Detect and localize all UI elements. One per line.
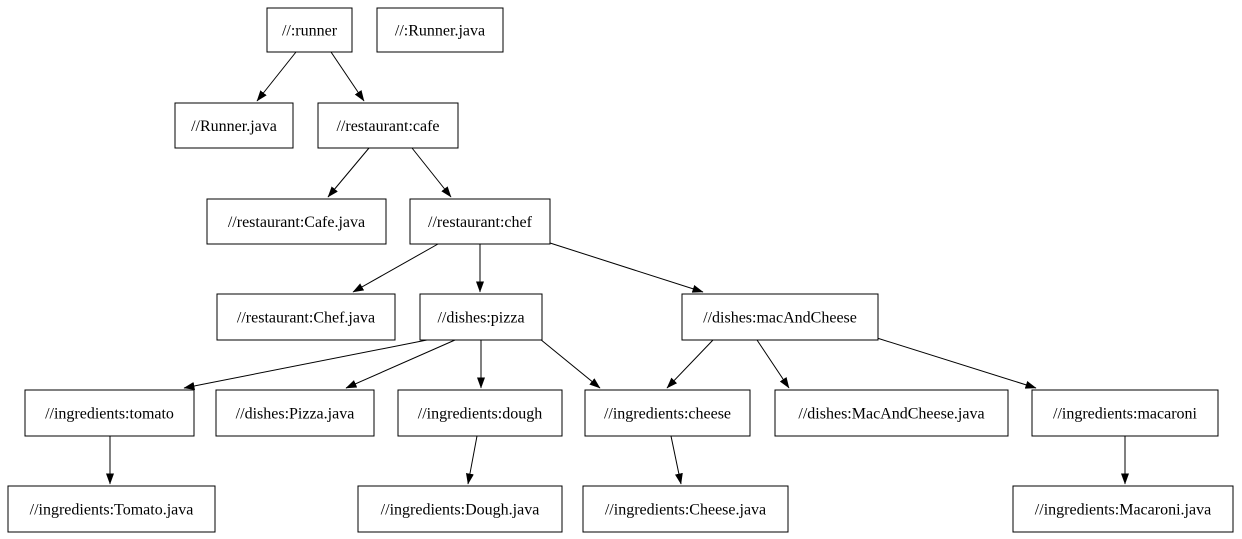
graph-node-label-runner: //:runner [282,23,338,40]
graph-node-mac-and-cheese: //dishes:macAndCheese [681,293,879,341]
graph-node-chef: //restaurant:chef [409,198,551,245]
graph-node-label-cheese: //ingredients:cheese [604,406,731,423]
graph-node-dough: //ingredients:dough [397,389,563,437]
graph-node-label-cafe: //restaurant:cafe [336,118,439,135]
graph-node-label-macaroni: //ingredients:macaroni [1053,406,1198,423]
graph-node-macaroni-java: //ingredients:Macaroni.java [1012,485,1234,533]
graph-node-chef-java: //restaurant:Chef.java [216,293,396,341]
graph-edge-pizza-to-cheese [539,338,601,389]
graph-node-label-runner-java-root: //:Runner.java [395,23,485,40]
graph-edge-runner-to-runner-java [256,51,297,102]
graph-node-label-macaroni-java: //ingredients:Macaroni.java [1035,502,1211,519]
graph-node-box-cafe [317,102,459,149]
graph-node-box-tomato [24,389,195,437]
graph-node-label-mac-and-cheese-java: //dishes:MacAndCheese.java [798,406,984,423]
graph-node-box-runner-java [174,102,294,149]
graph-edge-cafe-to-cafe-java [327,147,370,198]
graph-node-label-runner-java: //Runner.java [191,118,277,135]
graph-node-box-chef-java [216,293,396,341]
graph-nodes-layer: //:runner //:Runner.java //Runner.java //re… [7,7,1234,533]
graph-node-box-runner [266,7,353,53]
graph-edge-cafe-to-chef [411,147,452,198]
graph-node-box-macaroni [1031,389,1219,437]
graph-node-box-macaroni-java [1012,485,1234,533]
graph-edge-chef-to-chef-java [352,243,439,293]
graph-node-label-pizza: //dishes:pizza [437,310,524,327]
graph-node-box-cheese-java [582,485,789,533]
graph-edge-mac-and-cheese-to-macaroni [876,337,1037,389]
graph-edge-runner-to-cafe [330,51,365,102]
graph-node-label-chef-java: //restaurant:Chef.java [237,310,375,327]
graph-node-pizza: //dishes:pizza [419,293,543,341]
graph-node-label-pizza-java: //dishes:Pizza.java [236,406,355,423]
graph-edge-mac-and-cheese-to-mac-and-cheese-java [756,339,790,389]
graph-node-label-tomato: //ingredients:tomato [45,406,174,423]
graph-node-box-pizza [419,293,543,341]
graph-node-runner-java-root: //:Runner.java [376,7,504,53]
graph-edge-mac-and-cheese-to-cheese [666,339,714,389]
graph-node-tomato-java: //ingredients:Tomato.java [7,485,216,533]
graph-node-box-chef [409,198,551,245]
graph-node-box-tomato-java [7,485,216,533]
graph-node-label-dough-java: //ingredients:Dough.java [381,502,540,519]
graph-node-runner: //:runner [266,7,353,53]
graph-node-box-cafe-java [206,198,387,245]
graph-node-label-dough: //ingredients:dough [418,406,542,423]
graph-node-cafe: //restaurant:cafe [317,102,459,149]
graph-node-label-cheese-java: //ingredients:Cheese.java [605,502,766,519]
graph-node-box-cheese [584,389,751,437]
graph-node-runner-java: //Runner.java [174,102,294,149]
graph-node-box-mac-and-cheese-java [774,389,1009,437]
graph-node-label-cafe-java: //restaurant:Cafe.java [228,214,365,231]
graph-node-tomato: //ingredients:tomato [24,389,195,437]
graph-node-cheese-java: //ingredients:Cheese.java [582,485,789,533]
graph-node-box-dough [397,389,563,437]
graph-node-label-mac-and-cheese: //dishes:macAndCheese [703,310,857,327]
graph-node-pizza-java: //dishes:Pizza.java [215,389,375,437]
graph-node-label-tomato-java: //ingredients:Tomato.java [30,502,194,519]
graph-node-cafe-java: //restaurant:Cafe.java [206,198,387,245]
graph-edge-dough-to-dough-java [466,435,478,485]
graph-node-box-dough-java [357,485,563,533]
graph-node-box-pizza-java [215,389,375,437]
graph-edge-cheese-to-cheese-java [670,435,683,485]
graph-node-cheese: //ingredients:cheese [584,389,751,437]
graph-node-box-runner-java-root [376,7,504,53]
graph-edge-chef-to-mac-and-cheese [549,242,704,293]
graph-node-mac-and-cheese-java: //dishes:MacAndCheese.java [774,389,1009,437]
graph-edges-layer [106,51,1129,485]
graph-edge-pizza-to-pizza-java [345,339,456,389]
graph-edge-pizza-to-tomato [183,339,428,390]
graph-node-label-chef: //restaurant:chef [428,214,533,231]
graph-node-macaroni: //ingredients:macaroni [1031,389,1219,437]
graph-node-box-mac-and-cheese [681,293,879,341]
graph-node-dough-java: //ingredients:Dough.java [357,485,563,533]
